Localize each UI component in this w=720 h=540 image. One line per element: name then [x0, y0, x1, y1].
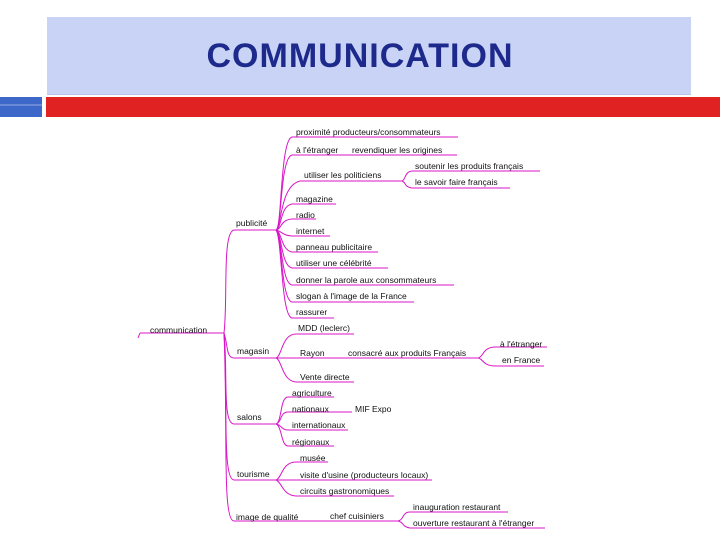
node-politiciens: utiliser les politiciens	[304, 170, 382, 180]
trunk-publicite	[223, 229, 276, 334]
node-proximite: proximité producteurs/consommateurs	[296, 127, 441, 137]
node-soutenir: soutenir les produits français	[415, 161, 524, 171]
node-savoir: le savoir faire français	[415, 177, 498, 187]
accent-bar-gap	[42, 97, 46, 117]
trunk-magasin	[223, 332, 276, 359]
title-box	[47, 17, 691, 95]
node-mif: MIF Expo	[355, 404, 392, 414]
node-root: communication	[150, 325, 208, 335]
node-tourisme: tourisme	[237, 469, 270, 479]
slide-title: COMMUNICATION	[206, 37, 514, 75]
node-image: image de qualité	[236, 512, 299, 522]
node-internet: internet	[296, 226, 325, 236]
node-visite: visite d'usine (producteurs locaux)	[300, 470, 429, 480]
node-inauguration: inauguration restaurant	[413, 502, 501, 512]
node-musee: musée	[300, 453, 326, 463]
node-magasin: magasin	[237, 346, 270, 356]
node-etranger: à l'étranger	[296, 145, 339, 155]
node-panneau: panneau publicitaire	[296, 242, 373, 252]
node-consacre: consacré aux produits Français	[348, 348, 467, 358]
node-circuits: circuits gastronomiques	[300, 486, 390, 496]
node-regionaux: régionaux	[292, 437, 330, 447]
node-en-france: en France	[502, 355, 541, 365]
accent-bar-blue	[0, 97, 42, 117]
node-celebrite: utiliser une célébrité	[296, 258, 372, 268]
node-revendiquer: revendiquer les origines	[352, 145, 443, 155]
node-nationaux: nationaux	[292, 404, 329, 414]
node-slogan: slogan à l'image de la France	[296, 291, 407, 301]
node-salons: salons	[237, 412, 262, 422]
node-radio: radio	[296, 210, 315, 220]
node-parole: donner la parole aux consommateurs	[296, 275, 437, 285]
trunk-image	[223, 332, 326, 522]
node-chef: chef cuisiniers	[330, 511, 384, 521]
root-underline	[137, 332, 224, 339]
node-rassurer: rassurer	[296, 307, 328, 317]
node-mdd: MDD (leclerc)	[298, 323, 350, 333]
accent-bar-red	[46, 97, 720, 117]
node-a-etranger: à l'étranger	[500, 339, 543, 349]
node-internationaux: internationaux	[292, 420, 346, 430]
node-agriculture: agriculture	[292, 388, 332, 398]
node-rayon: Rayon	[300, 348, 325, 358]
node-magazine: magazine	[296, 194, 333, 204]
node-ouverture: ouverture restaurant à l'étranger	[413, 518, 535, 528]
node-vente: Vente directe	[300, 372, 350, 382]
accent-bar-blue-line	[0, 104, 42, 106]
node-publicite: publicité	[236, 218, 268, 228]
